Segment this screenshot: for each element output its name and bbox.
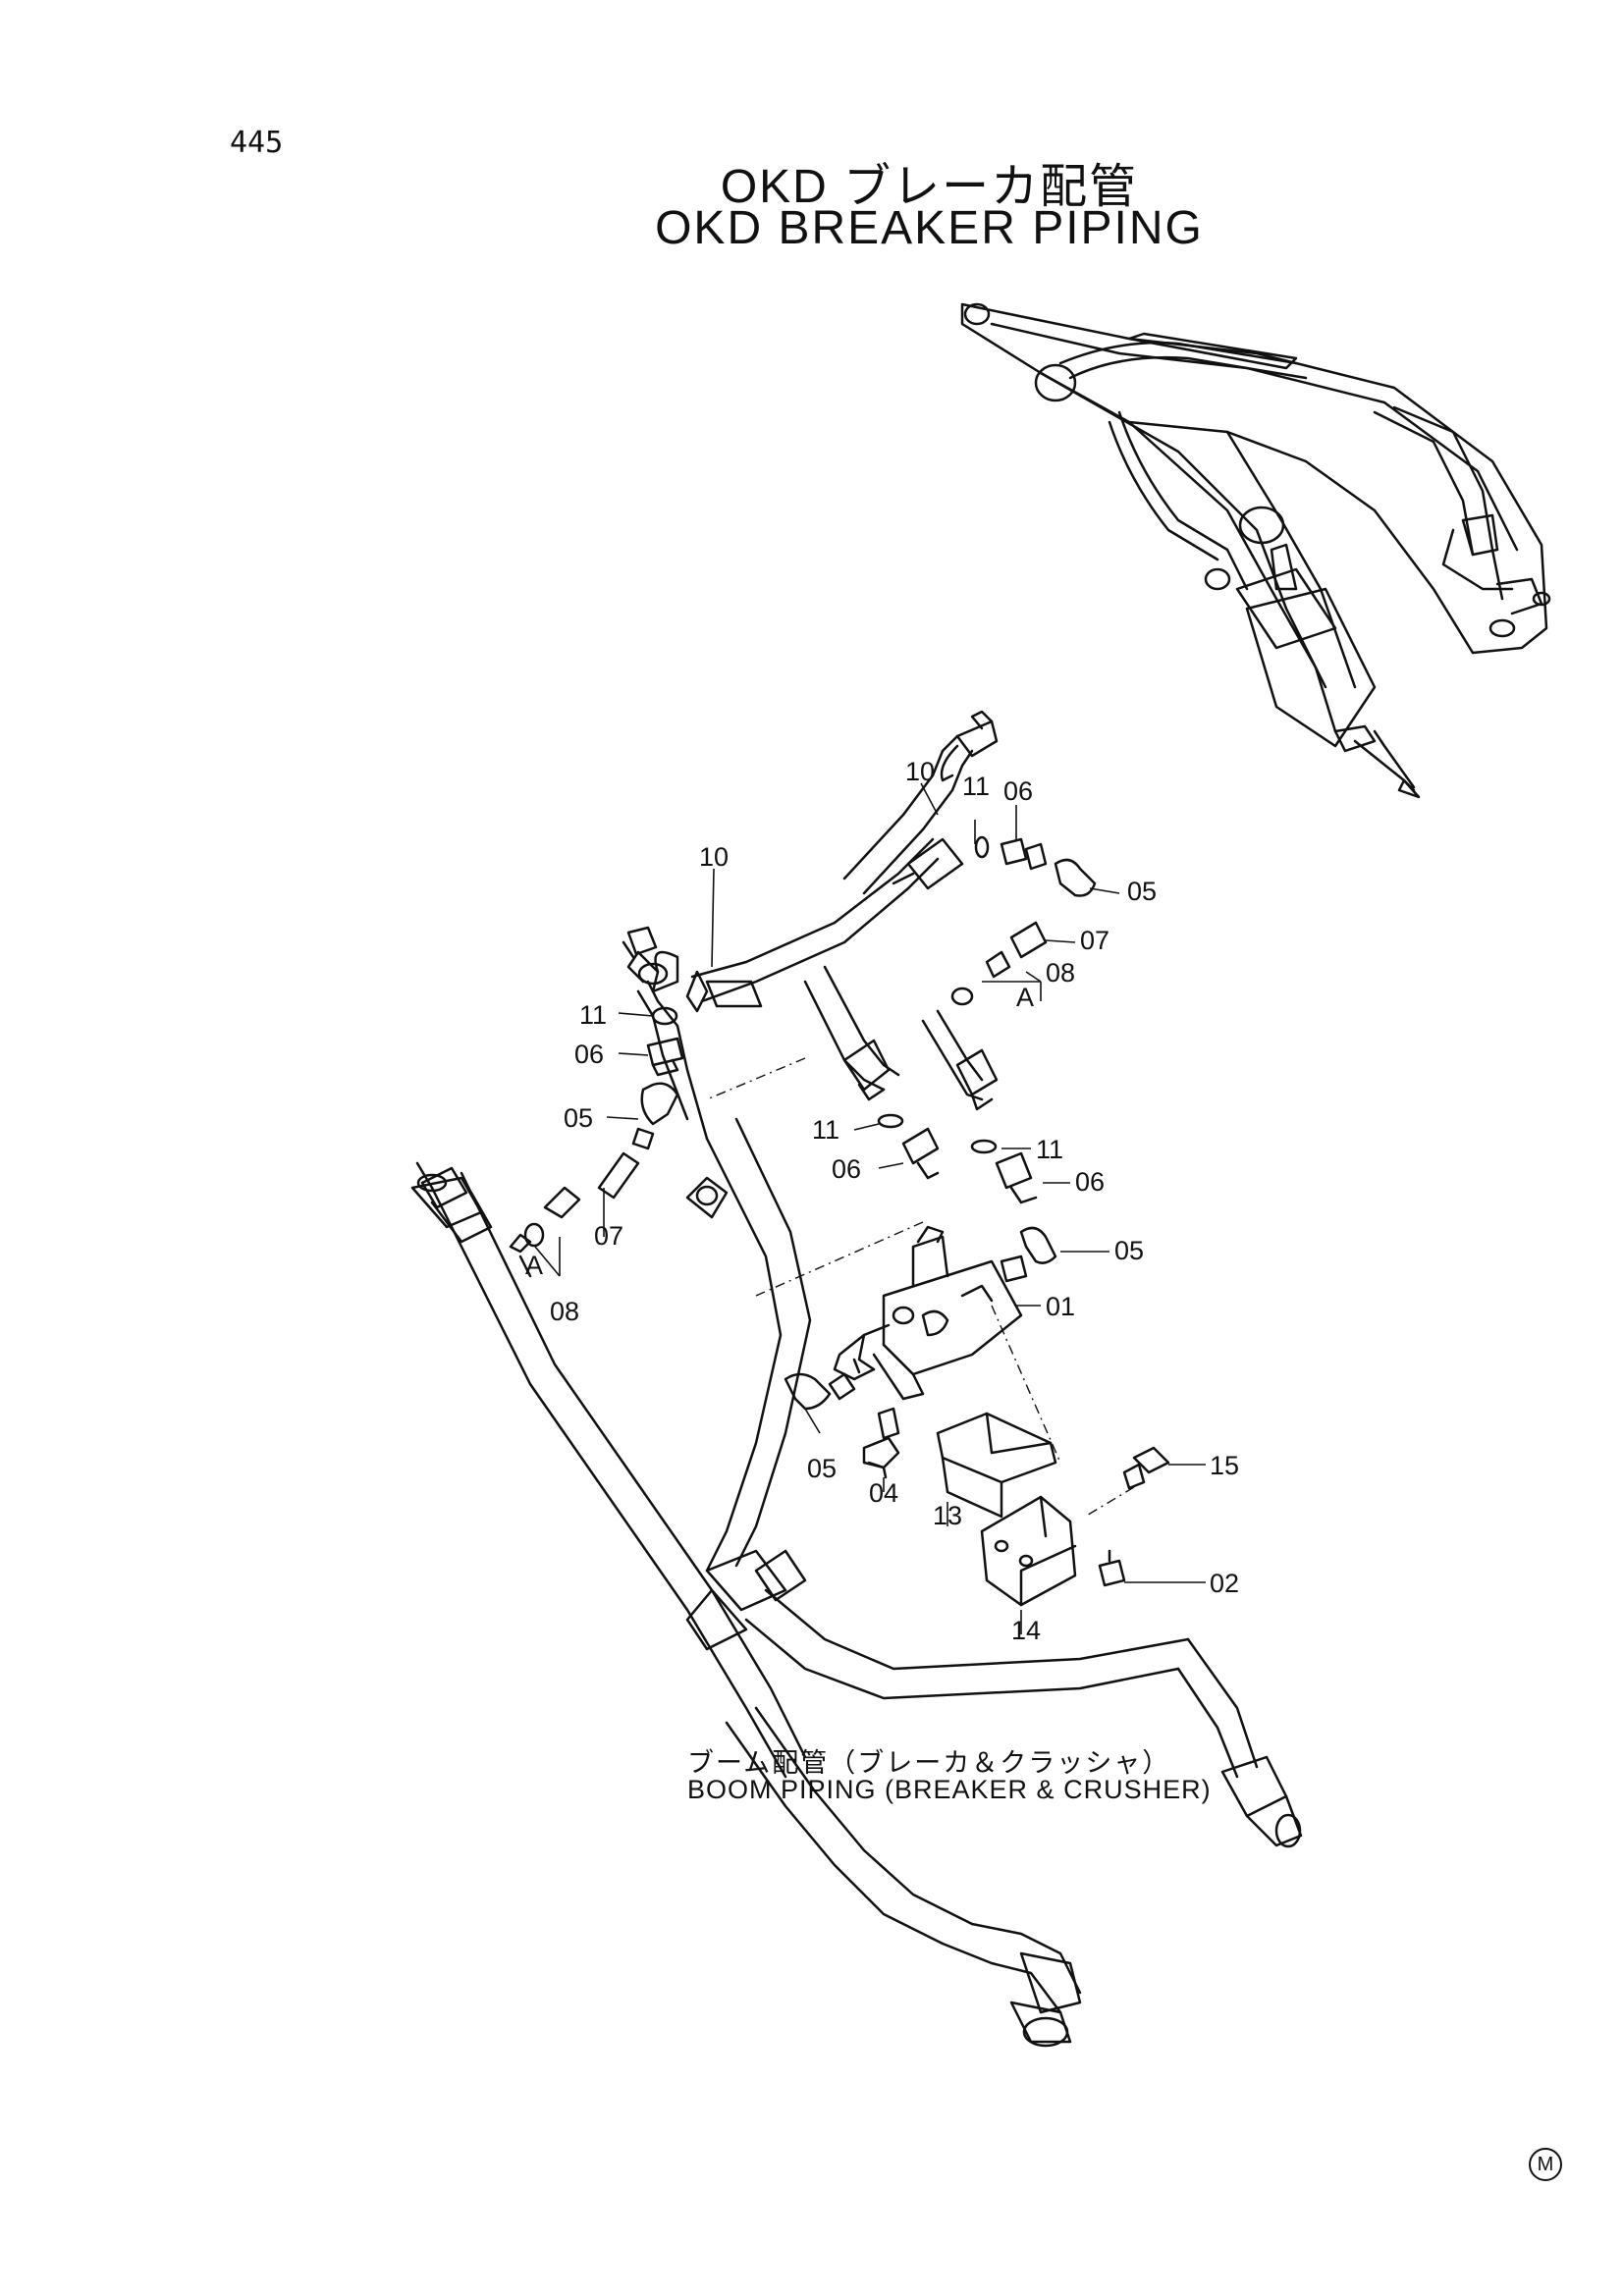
callout-11-center: 11 <box>812 1115 839 1145</box>
caption-japanese: ブーム配管（ブレーカ＆クラッシャ） <box>687 1748 1171 1778</box>
callout-06-right: 06 <box>1075 1167 1105 1197</box>
callout-04: 04 <box>869 1478 898 1508</box>
callout-05-top: 05 <box>1127 877 1157 906</box>
callout-05-left: 05 <box>564 1103 593 1133</box>
callout-08-right: 08 <box>1046 958 1075 988</box>
caption-english: BOOM PIPING (BREAKER & CRUSHER) <box>687 1775 1212 1804</box>
boom-overview-sketch <box>960 302 1551 799</box>
callout-01: 01 <box>1046 1292 1075 1321</box>
fittings-left <box>509 1006 684 1254</box>
callout-14: 14 <box>1011 1616 1041 1645</box>
valve-block-01 <box>833 1225 1023 1401</box>
callout-07-left: 07 <box>594 1221 623 1251</box>
callout-06-left: 06 <box>574 1040 604 1069</box>
callout-10-top: 10 <box>905 757 935 786</box>
hose-assembly-10 <box>622 710 999 1219</box>
callout-11-top: 11 <box>962 772 990 801</box>
callout-13: 13 <box>933 1501 962 1530</box>
corner-mark: M <box>1529 2148 1562 2181</box>
callout-05-bottom: 05 <box>807 1454 837 1483</box>
callout-numbers: 10 11 06 05 07 08 A 10 11 06 05 07 08 A … <box>525 757 1239 1645</box>
callout-06-top: 06 <box>1003 776 1033 806</box>
callout-15: 15 <box>1210 1451 1239 1480</box>
fittings-right <box>877 835 1097 1283</box>
leader-lines <box>534 782 1206 1634</box>
page-number: 445 <box>230 126 284 160</box>
title-japanese: OKD ブレーカ配管 <box>720 161 1139 213</box>
callout-a-left: A <box>525 1251 543 1280</box>
brackets <box>936 1412 1170 1607</box>
callout-08-left: 08 <box>550 1297 579 1326</box>
callout-06-center: 06 <box>832 1154 861 1184</box>
center-lines <box>706 1057 1135 1518</box>
callout-05-right: 05 <box>1114 1236 1144 1265</box>
fittings-lower <box>784 1372 900 1479</box>
callout-11-left: 11 <box>579 1000 607 1030</box>
callout-a-right: A <box>1016 983 1034 1012</box>
title-english: OKD BREAKER PIPING <box>655 202 1204 254</box>
callout-10-mid: 10 <box>699 842 729 872</box>
callout-02: 02 <box>1210 1569 1239 1598</box>
callout-11-right: 11 <box>1036 1135 1063 1164</box>
boom-pipe-center <box>685 1117 1303 2048</box>
callout-07-right: 07 <box>1080 926 1109 955</box>
o-ring-11-top <box>974 835 990 859</box>
